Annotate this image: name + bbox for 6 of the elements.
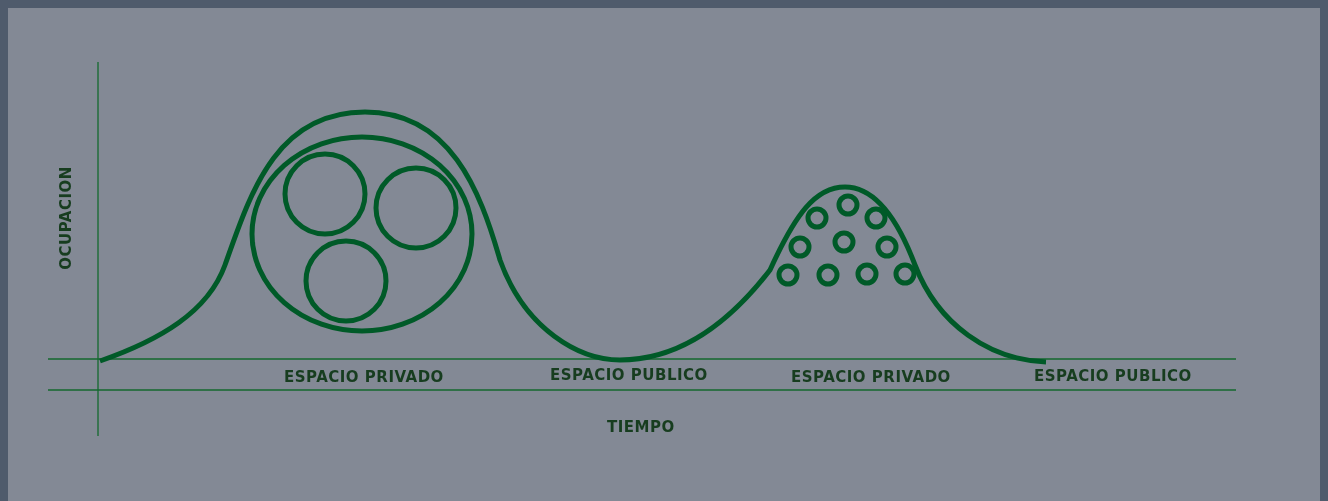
region-label: ESPACIO PRIVADO bbox=[284, 368, 444, 386]
region-label: ESPACIO PUBLICO bbox=[550, 366, 708, 384]
axis-title: OCUPACION bbox=[56, 166, 75, 270]
region-label: ESPACIO PUBLICO bbox=[1034, 367, 1192, 385]
axis-title: TIEMPO bbox=[607, 418, 675, 436]
region-label: ESPACIO PRIVADO bbox=[791, 368, 951, 386]
